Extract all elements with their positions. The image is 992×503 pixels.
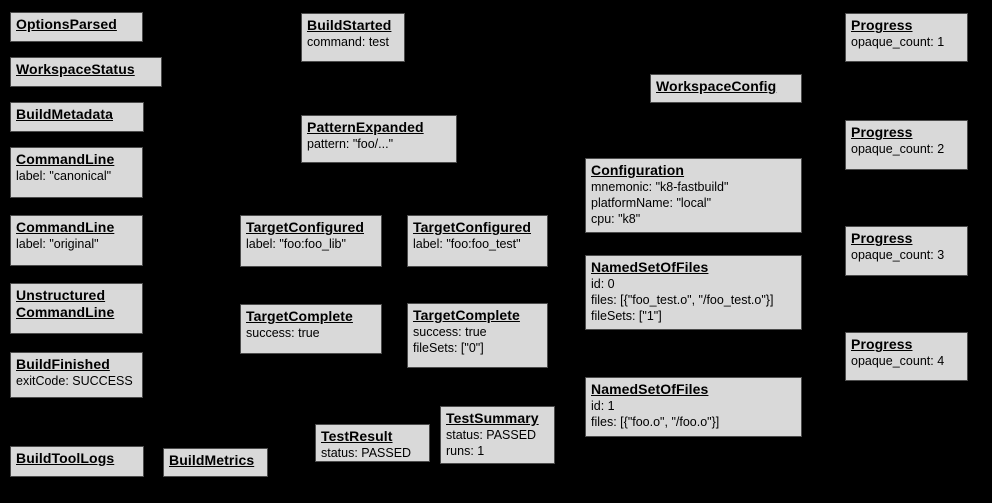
node-target-configured-foo-test: TargetConfigured label: "foo:foo_test": [407, 215, 548, 267]
node-title: BuildToolLogs: [16, 450, 115, 466]
node-title: TargetConfigured: [413, 219, 532, 235]
node-named-set-of-files-1: NamedSetOfFiles id: 1 files: [{"foo.o", …: [585, 377, 802, 437]
node-target-configured-foo-lib: TargetConfigured label: "foo:foo_lib": [240, 215, 382, 267]
node-title: Progress: [851, 17, 913, 33]
node-progress-2: Progress opaque_count: 2: [845, 120, 968, 170]
node-progress-4: Progress opaque_count: 4: [845, 332, 968, 381]
node-title: TargetConfigured: [246, 219, 365, 235]
node-progress-1: Progress opaque_count: 1: [845, 13, 968, 62]
node-field: label: "original": [16, 237, 99, 251]
node-title: WorkspaceConfig: [656, 78, 777, 94]
node-command-line-canonical: CommandLine label: "canonical": [10, 147, 143, 198]
node-field: success: true: [413, 325, 487, 339]
node-title: BuildStarted: [307, 17, 392, 33]
node-field: runs: 1: [446, 444, 485, 458]
node-field: success: true: [246, 326, 320, 340]
node-title: TestResult: [321, 428, 393, 444]
node-progress-3: Progress opaque_count: 3: [845, 226, 968, 276]
node-build-metadata: BuildMetadata: [10, 102, 144, 132]
node-build-tool-logs: BuildToolLogs: [10, 446, 144, 477]
node-title: CommandLine: [16, 151, 115, 167]
node-title: BuildMetrics: [169, 452, 255, 468]
node-build-finished: BuildFinished exitCode: SUCCESS: [10, 352, 143, 398]
node-field: platformName: "local": [591, 196, 712, 210]
node-field: label: "foo:foo_test": [413, 237, 521, 251]
node-target-complete-foo-test: TargetComplete success: true fileSets: […: [407, 303, 548, 368]
node-title: TargetComplete: [413, 307, 520, 323]
node-field: files: [{"foo_test.o", "/foo_test.o"}]: [591, 293, 774, 307]
node-field: opaque_count: 4: [851, 354, 945, 368]
node-field: exitCode: SUCCESS: [16, 374, 133, 388]
node-test-result: TestResult status: PASSED: [315, 424, 430, 462]
node-field: fileSets: ["1"]: [591, 309, 662, 323]
node-title: Unstructured CommandLine: [16, 287, 115, 320]
node-field: command: test: [307, 35, 389, 49]
node-configuration: Configuration mnemonic: "k8-fastbuild" p…: [585, 158, 802, 233]
node-field: status: PASSED: [321, 446, 412, 460]
node-build-metrics: BuildMetrics: [163, 448, 268, 477]
node-title: BuildMetadata: [16, 106, 113, 122]
node-field: pattern: "foo/...": [307, 137, 394, 151]
node-test-summary: TestSummary status: PASSED runs: 1: [440, 406, 555, 464]
node-title: Progress: [851, 124, 913, 140]
node-field: fileSets: ["0"]: [413, 341, 484, 355]
node-title: NamedSetOfFiles: [591, 259, 709, 275]
node-field: opaque_count: 2: [851, 142, 945, 156]
node-title: TargetComplete: [246, 308, 353, 324]
node-field: status: PASSED: [446, 428, 537, 442]
node-title: BuildFinished: [16, 356, 110, 372]
node-field: id: 1: [591, 399, 615, 413]
node-field: mnemonic: "k8-fastbuild": [591, 180, 729, 194]
node-options-parsed: OptionsParsed: [10, 12, 143, 42]
node-title: Configuration: [591, 162, 685, 178]
node-title: WorkspaceStatus: [16, 61, 135, 77]
node-title: NamedSetOfFiles: [591, 381, 709, 397]
node-workspace-config: WorkspaceConfig: [650, 74, 802, 103]
node-build-started: BuildStarted command: test: [301, 13, 405, 62]
node-title: Progress: [851, 336, 913, 352]
node-field: files: [{"foo.o", "/foo.o"}]: [591, 415, 720, 429]
node-field: opaque_count: 3: [851, 248, 945, 262]
node-pattern-expanded: PatternExpanded pattern: "foo/...": [301, 115, 457, 163]
node-title: CommandLine: [16, 219, 115, 235]
node-title: TestSummary: [446, 410, 539, 426]
node-workspace-status: WorkspaceStatus: [10, 57, 162, 87]
node-field: label: "foo:foo_lib": [246, 237, 346, 251]
node-title: PatternExpanded: [307, 119, 424, 135]
node-field: id: 0: [591, 277, 615, 291]
node-title: Progress: [851, 230, 913, 246]
node-field: opaque_count: 1: [851, 35, 945, 49]
node-named-set-of-files-0: NamedSetOfFiles id: 0 files: [{"foo_test…: [585, 255, 802, 330]
node-unstructured-command-line: Unstructured CommandLine: [10, 283, 143, 334]
node-field: cpu: "k8": [591, 212, 641, 226]
node-target-complete-foo-lib: TargetComplete success: true: [240, 304, 382, 354]
node-field: label: "canonical": [16, 169, 112, 183]
node-title: OptionsParsed: [16, 16, 117, 32]
node-command-line-original: CommandLine label: "original": [10, 215, 143, 266]
